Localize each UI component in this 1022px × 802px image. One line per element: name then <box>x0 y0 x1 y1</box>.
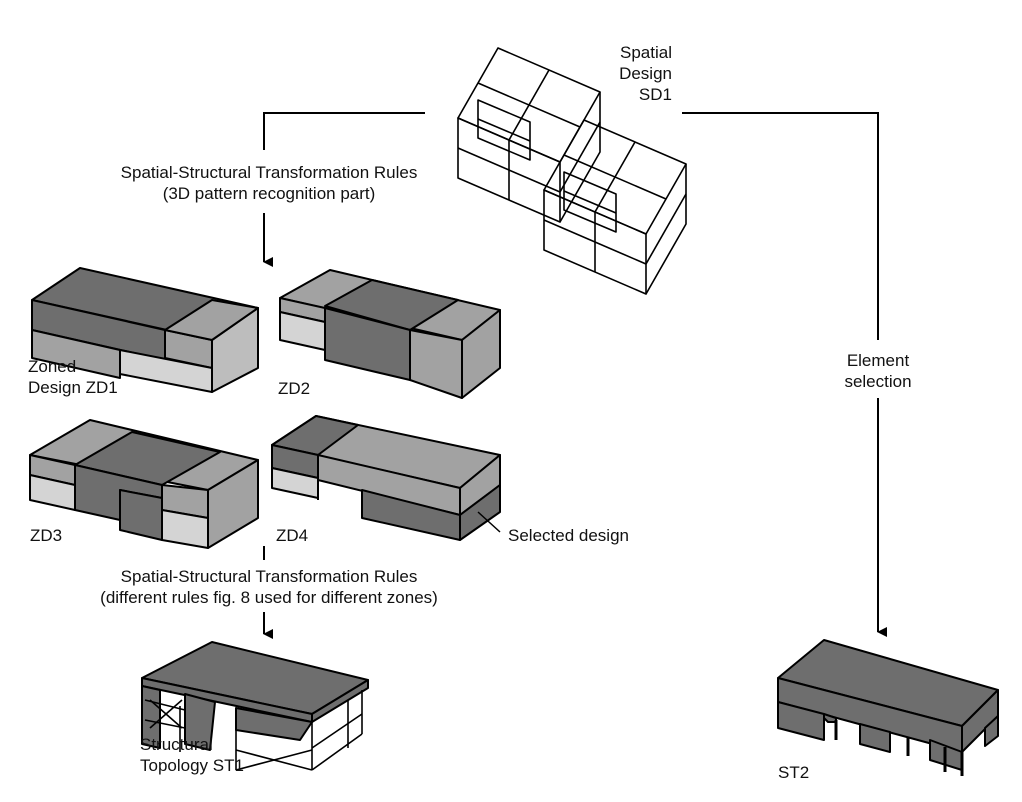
selected-design-pointer <box>477 511 501 533</box>
selected-design-label: Selected design <box>508 526 629 545</box>
zd1-front-lower-mid <box>31 329 121 379</box>
st2-columns <box>834 720 964 776</box>
zd1-label-line2: Design ZD1 <box>28 378 118 397</box>
transformation-rules-label-2: Spatial-Structural Transformation Rules … <box>84 566 454 608</box>
rules1-line1: Spatial-Structural Transformation Rules <box>120 163 418 182</box>
sd1-label-line2: Design <box>619 64 672 83</box>
st2-label: ST2 <box>778 763 810 782</box>
rules2-line2: (different rules fig. 8 used for differe… <box>100 588 438 607</box>
zoned-design-zd3 <box>29 419 259 549</box>
st1-label-line1: Structural <box>140 735 213 754</box>
st1-label: Structural Topology ST1 <box>140 734 244 776</box>
zoned-design-zd4 <box>271 415 501 541</box>
element-selection-label: Element selection <box>818 350 938 392</box>
right-connector <box>682 112 887 637</box>
element-selection-line2: selection <box>844 372 912 391</box>
element-selection-line1: Element <box>846 351 910 370</box>
zd1-front-lower-light <box>119 349 213 393</box>
sd1-label-line3: SD1 <box>638 85 672 104</box>
zd4-label: ZD4 <box>276 526 309 545</box>
rules2-line1: Spatial-Structural Transformation Rules <box>120 567 418 586</box>
zd3-label: ZD3 <box>30 526 63 545</box>
zoned-design-zd1 <box>31 267 259 393</box>
structural-topology-st1 <box>141 641 369 751</box>
zd1-label-line1: Zoned <box>28 357 77 376</box>
zd1-top-mid <box>164 299 259 341</box>
left-connector <box>263 112 425 267</box>
rules1-line2: (3D pattern recognition part) <box>162 184 376 203</box>
spatial-design-sd1-wireframe <box>457 47 687 295</box>
st1-label-line2: Topology ST1 <box>140 756 244 775</box>
zoned-design-zd2 <box>279 269 501 399</box>
zd1-label: Zoned Design ZD1 <box>28 356 118 398</box>
sd1-label: Spatial Design SD1 <box>560 42 672 105</box>
zd2-label: ZD2 <box>278 379 311 398</box>
st1-frame-lines <box>144 690 363 771</box>
sd1-label-line1: Spatial <box>620 43 672 62</box>
transformation-rules-label-1: Spatial-Structural Transformation Rules … <box>84 162 454 204</box>
structural-topology-st2 <box>777 639 999 771</box>
